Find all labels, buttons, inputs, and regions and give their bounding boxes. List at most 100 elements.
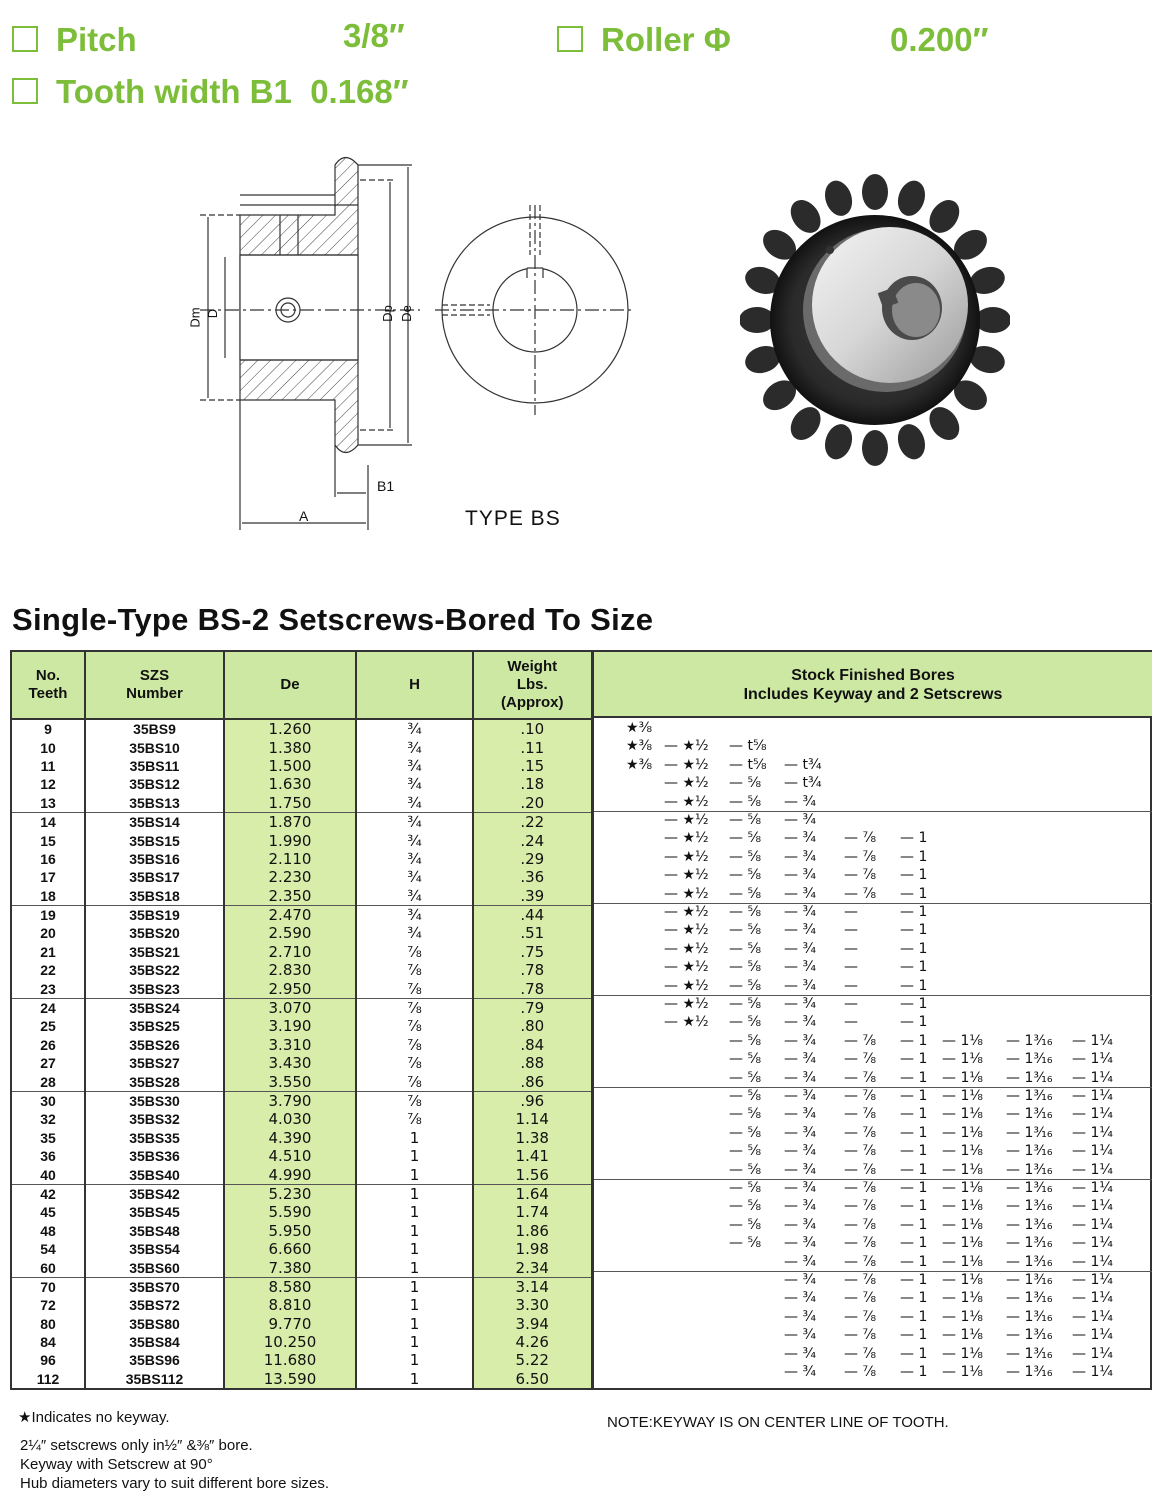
bore-value: — ⅝ <box>729 1051 762 1068</box>
h-cell: 1 <box>356 1314 474 1333</box>
bore-value: — 1 <box>900 1290 928 1307</box>
bore-value: — ★½ <box>664 996 709 1012</box>
bore-value: — 1 <box>900 830 928 847</box>
bore-group-divider <box>594 811 1152 812</box>
sprocket-tooth <box>929 200 960 233</box>
sprocket-tooth <box>954 229 987 260</box>
bore-value: — 1³⁄₁₆ <box>1006 1345 1053 1362</box>
bore-row: — ⅝— ¾— ⅞— 1— 1⅛— 1³⁄₁₆— 1¼ <box>594 1235 1152 1253</box>
note-setscrews: 2¼″ setscrews only in½″ &⅜″ bore. <box>20 1437 253 1454</box>
de-cell: 3.070 <box>224 998 357 1018</box>
bore-value: — ★½ <box>664 1014 709 1031</box>
de-cell: 7.380 <box>224 1258 357 1278</box>
bore-value: — 1³⁄₁₆ <box>1006 1272 1053 1288</box>
bore-value: — 1¼ <box>1072 1272 1113 1288</box>
bore-value: — 1⅛ <box>942 1051 983 1068</box>
de-cell: 4.390 <box>224 1128 357 1147</box>
bore-value: — 1³⁄₁₆ <box>1006 1051 1053 1068</box>
spec-roller: Roller Φ <box>557 22 731 58</box>
bore-value: — ¾ <box>784 1088 817 1104</box>
sprocket-tooth <box>790 407 821 440</box>
bore-value: — 1⅛ <box>942 1143 983 1160</box>
dim-de-label: De <box>398 305 414 322</box>
bore-row: ★⅜— ★½— t⅝ <box>594 738 1152 756</box>
bore-value: — ¾ <box>784 1124 817 1141</box>
h-cell: 1 <box>356 1165 474 1185</box>
bore-value: — 1 <box>900 1124 928 1141</box>
h-cell: 1 <box>356 1277 474 1297</box>
bore-value: — ⅝ <box>729 1198 762 1215</box>
spec-pitch: Pitch <box>12 22 137 58</box>
bore-value: — <box>844 922 858 939</box>
bore-value: — 1⅛ <box>942 1088 983 1104</box>
type-label: TYPE BS <box>465 507 561 530</box>
bore-value: — 1¼ <box>1072 1308 1113 1325</box>
h-cell: 1 <box>356 1332 474 1352</box>
bore-group-divider <box>594 1179 1152 1180</box>
note-keyway-90: Keyway with Setscrew at 90° <box>20 1456 213 1473</box>
szs-cell: 35BS35 <box>85 1128 225 1147</box>
bore-row: — ⅝— ¾— ⅞— 1— 1⅛— 1³⁄₁₆— 1¼ <box>594 1106 1152 1124</box>
bore-row: — ¾— ⅞— 1— 1⅛— 1³⁄₁₆— 1¼ <box>594 1272 1152 1290</box>
bore-value: — <box>844 904 858 920</box>
sprocket-tooth <box>975 307 1010 333</box>
h-cell: ⅞ <box>356 1091 474 1111</box>
de-cell: 2.590 <box>224 924 357 943</box>
teeth-cell: 48 <box>12 1221 86 1240</box>
pitch-label: Pitch <box>56 21 137 58</box>
bore-value: — ★½ <box>664 959 709 976</box>
bore-value: — ★½ <box>664 977 709 994</box>
bore-value: — ★½ <box>664 793 709 810</box>
bore-value: — ¾ <box>784 1014 817 1031</box>
bore-value: — ¾ <box>784 996 817 1012</box>
szs-cell: 35BS13 <box>85 793 225 813</box>
roller-value: 0.200″ <box>890 21 989 58</box>
weight-cell: 1.98 <box>473 1239 594 1259</box>
bore-value: — ⅞ <box>844 1327 877 1344</box>
de-cell: 2.830 <box>224 961 357 980</box>
bore-value: — 1¼ <box>1072 1198 1113 1215</box>
bore-value: — 1³⁄₁₆ <box>1006 1069 1053 1086</box>
weight-cell: 3.94 <box>473 1314 594 1333</box>
bore-value: — 1 <box>900 1069 928 1086</box>
weight-cell: .79 <box>473 998 594 1018</box>
bore-value: — ¾ <box>784 940 817 957</box>
bore-value: — ⅞ <box>844 1290 877 1307</box>
bore-value: — 1¼ <box>1072 1216 1113 1233</box>
bore-value: — ⅞ <box>844 1308 877 1325</box>
weight-cell: .11 <box>473 738 594 757</box>
bore-value: — 1³⁄₁₆ <box>1006 1106 1053 1123</box>
teeth-cell: 80 <box>12 1314 86 1333</box>
sprocket-tooth <box>790 200 821 233</box>
bore-value: — 1³⁄₁₆ <box>1006 1253 1053 1270</box>
bore-value: — ⅝ <box>729 775 762 792</box>
bore-value: — ⅝ <box>729 1143 762 1160</box>
bore-value: — <box>844 1014 858 1031</box>
note-hub: Hub diameters vary to suit different bor… <box>20 1475 330 1492</box>
checkbox-icon <box>12 78 38 105</box>
bore-value: — <box>844 959 858 976</box>
teeth-cell: 27 <box>12 1054 86 1073</box>
weight-cell: .20 <box>473 793 594 813</box>
szs-cell: 35BS45 <box>85 1203 225 1222</box>
bore-value: — <box>844 940 858 957</box>
bore-value: — ¾ <box>784 848 817 865</box>
bore-value: — ⅞ <box>844 867 877 884</box>
de-cell: 3.550 <box>224 1072 357 1092</box>
bore-value: — ★½ <box>664 940 709 957</box>
bore-row: — ⅝— ¾— ⅞— 1— 1⅛— 1³⁄₁₆— 1¼ <box>594 1180 1152 1198</box>
bore-value: — 1 <box>900 1272 928 1288</box>
header-de: De <box>224 652 357 720</box>
section-title: Single-Type BS-2 Setscrews-Bored To Size <box>12 602 654 637</box>
teeth-cell: 72 <box>12 1296 86 1315</box>
h-cell: ⅞ <box>356 1072 474 1092</box>
bore-row: — ★½— ⅝— ¾—— 1 <box>594 922 1152 940</box>
bore-value: — ⅝ <box>729 1161 762 1178</box>
bore-value: — 1¼ <box>1072 1364 1113 1380</box>
bore-value: — 1¼ <box>1072 1069 1113 1086</box>
